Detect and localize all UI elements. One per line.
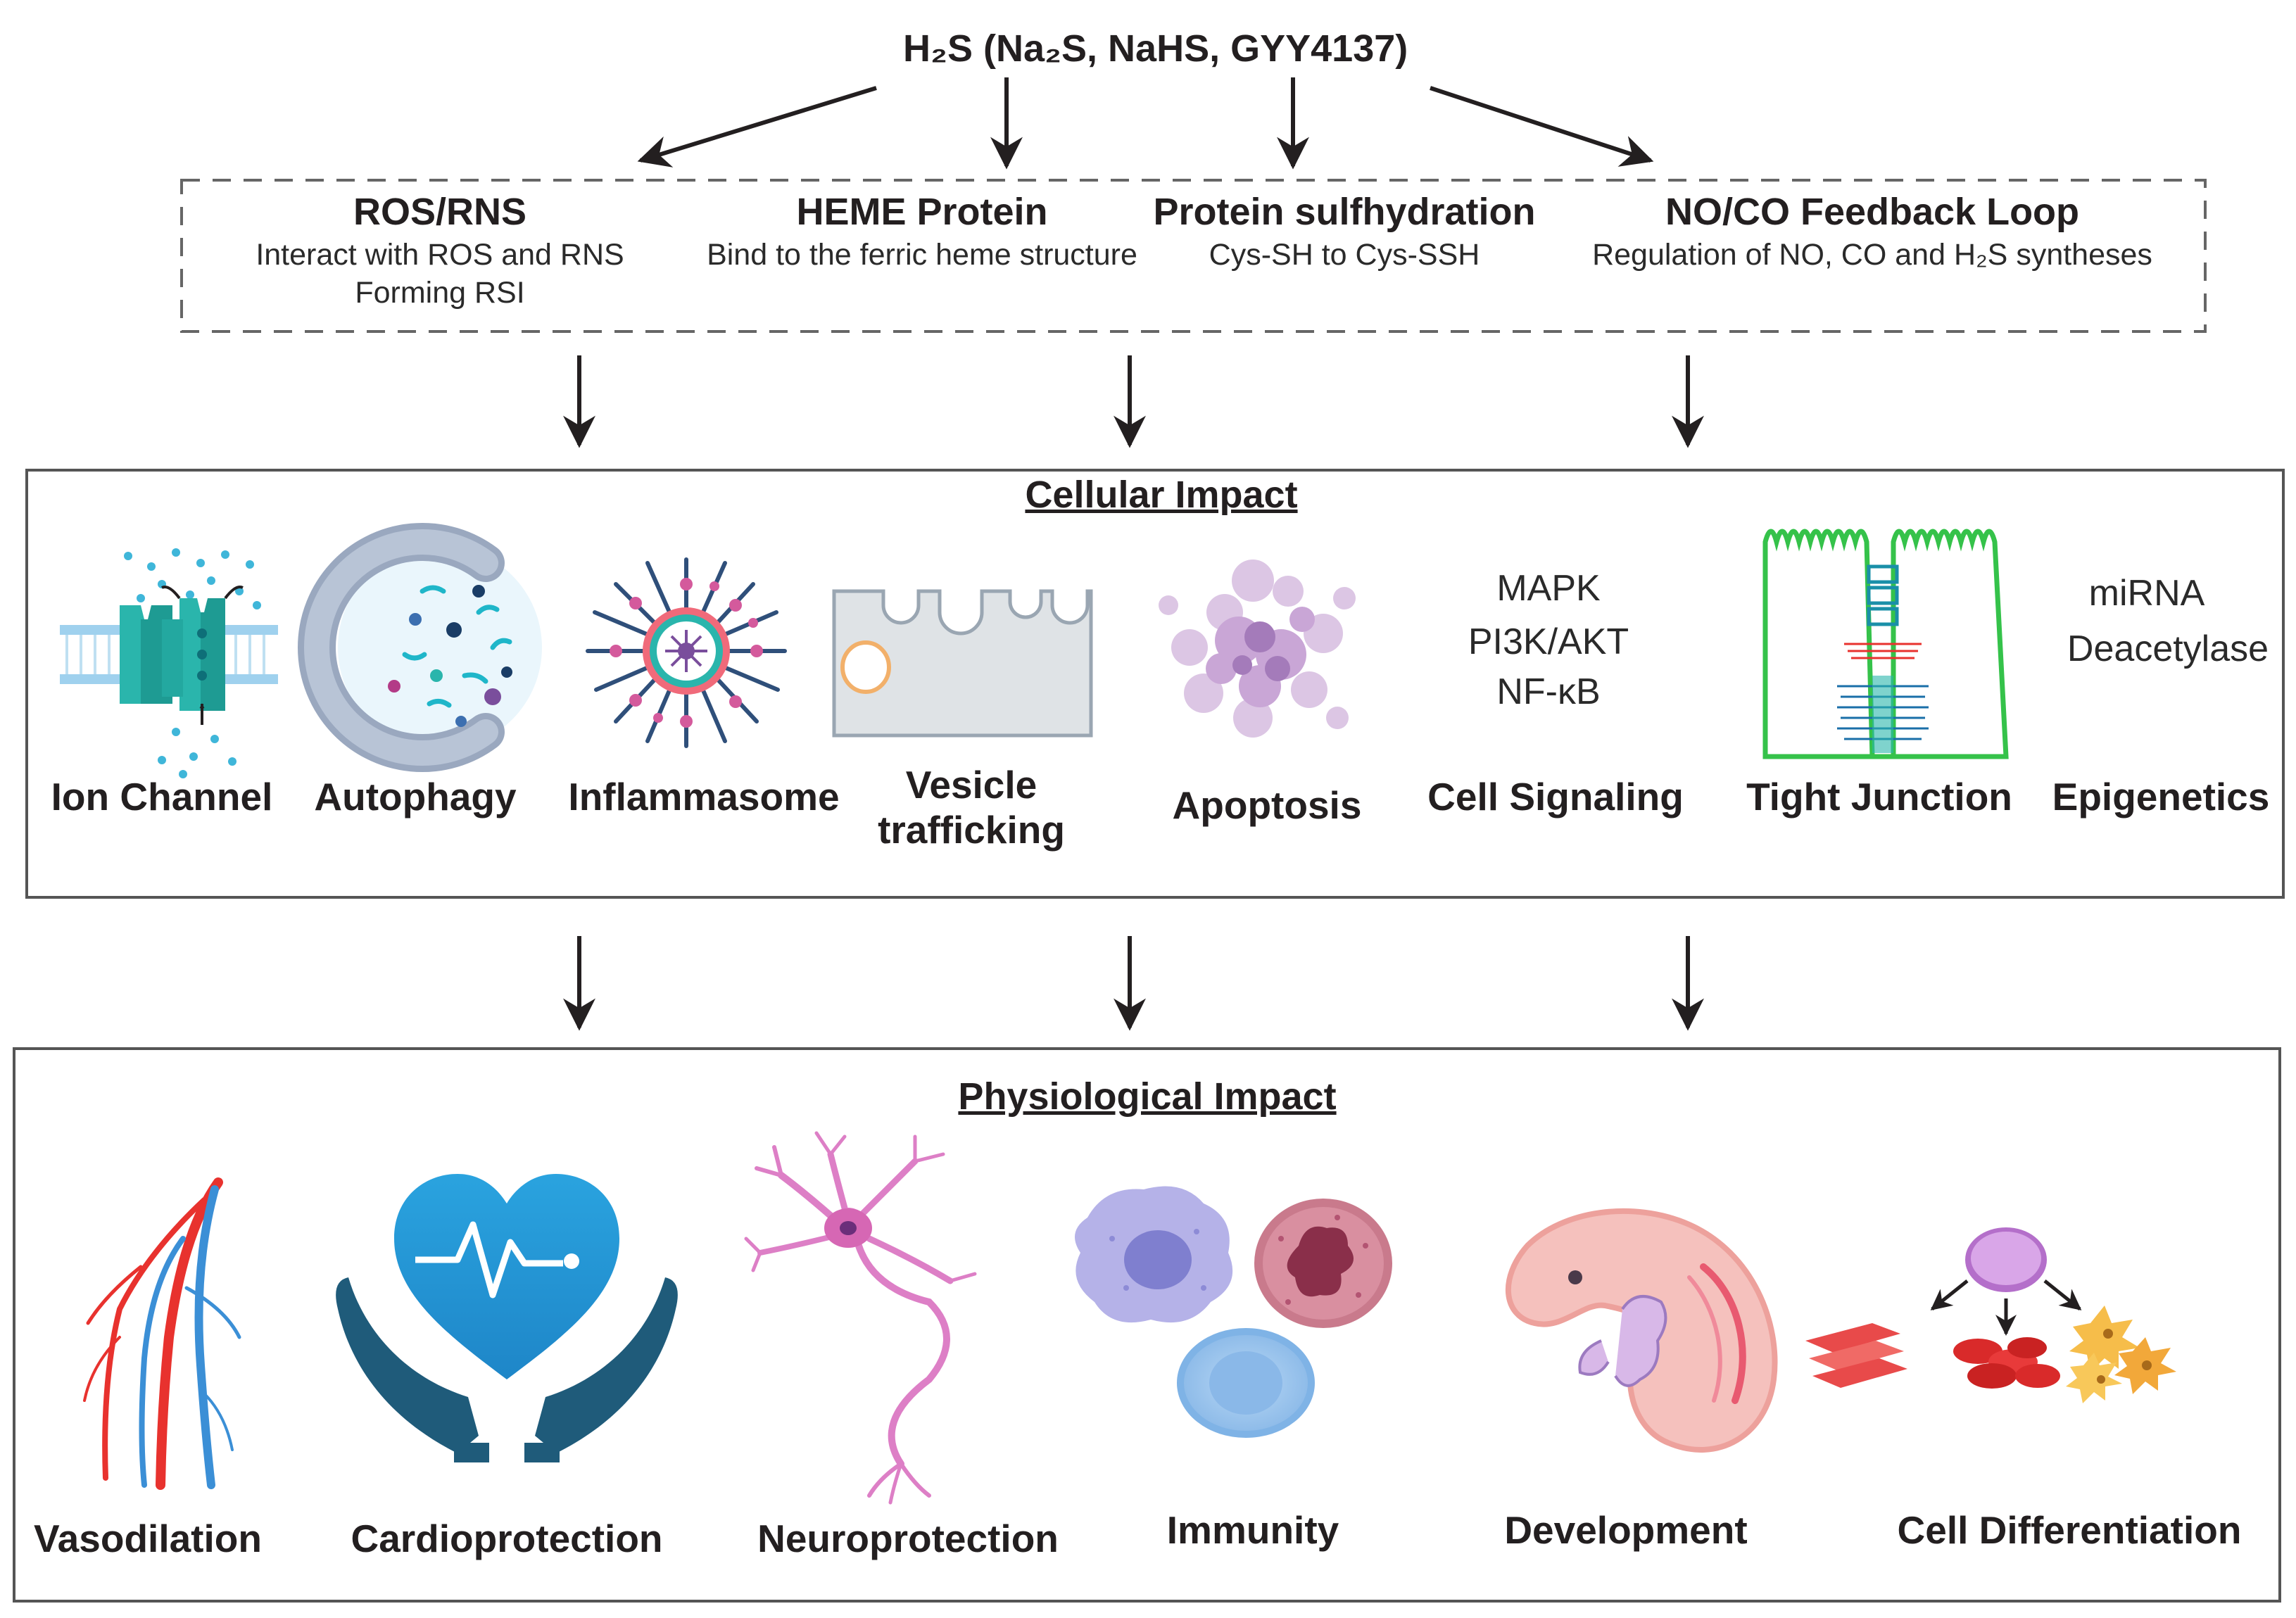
immunity-icon (1075, 1186, 1392, 1438)
cellular-label-epigenetics: Epigenetics (2052, 775, 2270, 819)
ion-channel-icon (60, 548, 278, 778)
mechanism-desc-no-co-feedback-loop: Regulation of NO, CO and H₂S syntheses (1592, 238, 2152, 272)
cellular-arrows (563, 355, 1704, 448)
cellular-impact-box (25, 469, 2285, 899)
cell-differentiation-icon (1805, 1227, 2176, 1403)
mechanism-title-protein-sulfhydration: Protein sulfhydration (1153, 191, 1536, 233)
epigenetics-mirna: miRNA (2088, 573, 2205, 614)
source-title: H₂S (Na₂S, NaHS, GYY4137) (903, 27, 1408, 70)
epigenetics-deacetylase: Deacetylase (2067, 628, 2269, 669)
cellular-label-tight-junction: Tight Junction (1746, 775, 2012, 819)
mechanism-box (180, 179, 2207, 333)
mechanism-desc-heme-protein: Bind to the ferric heme structure (707, 238, 1137, 272)
arrow-to-no-co-loop (1430, 86, 1654, 167)
mechanism-title-ros-rns: ROS/RNS (353, 191, 527, 233)
development-icon (1505, 1208, 1778, 1453)
mechanism-desc-ros-rns: Interact with ROS and RNS (256, 238, 624, 272)
physiological-impact-box (13, 1047, 2281, 1603)
cellular-label-vesicle: Vesicle (905, 763, 1037, 807)
autophagy-icon (298, 523, 542, 772)
arrow-to-ros-rns (637, 86, 877, 168)
physiological-label-neuroprotection: Neuroprotection (757, 1517, 1059, 1560)
cellular-label-apoptosis: Apoptosis (1172, 783, 1362, 827)
source-arrows (637, 77, 1654, 170)
physiological-impact-title: Physiological Impact (958, 1075, 1337, 1118)
vasodilation-icon (83, 1177, 241, 1490)
mechanism-title-no-co-feedback-loop: NO/CO Feedback Loop (1665, 191, 2080, 233)
inflammasome-icon (586, 557, 787, 748)
cellular-label-autophagy: Autophagy (314, 775, 517, 819)
cellular-impact-title: Cellular Impact (1025, 474, 1298, 516)
neuroprotection-icon (744, 1131, 977, 1505)
physiological-arrows (563, 936, 1704, 1031)
physiological-label-cardioprotection: Cardioprotection (351, 1517, 663, 1560)
cellular-label-cell-signaling: Cell Signaling (1427, 775, 1684, 819)
apoptosis-icon (1159, 560, 1356, 738)
cellular-label-inflammasome: Inflammasome (568, 775, 840, 819)
pathway-nf-kb: NF-κB (1496, 671, 1601, 712)
mechanism-desc-protein-sulfhydration: Cys-SH to Cys-SSH (1209, 238, 1480, 272)
physiological-label-cell-differentiation: Cell Differentiation (1897, 1508, 2242, 1552)
tight-junction-icon (1762, 529, 2009, 759)
mechanism-desc2-ros-rns: Forming RSI (355, 276, 525, 310)
cellular-label-ion-channel: Ion Channel (51, 775, 273, 819)
cardioprotection-icon (336, 1174, 678, 1462)
physiological-label-immunity: Immunity (1166, 1508, 1339, 1552)
pathway-mapk: MAPK (1496, 568, 1601, 609)
cellular-label-trafficking: trafficking (878, 808, 1065, 852)
pathway-pi3k-akt: PI3K/AKT (1468, 621, 1629, 662)
physiological-label-development: Development (1504, 1508, 1748, 1552)
mechanism-title-heme-protein: HEME Protein (796, 191, 1048, 233)
physiological-label-vasodilation: Vasodilation (34, 1517, 262, 1560)
vesicle-trafficking-icon (832, 589, 1093, 738)
